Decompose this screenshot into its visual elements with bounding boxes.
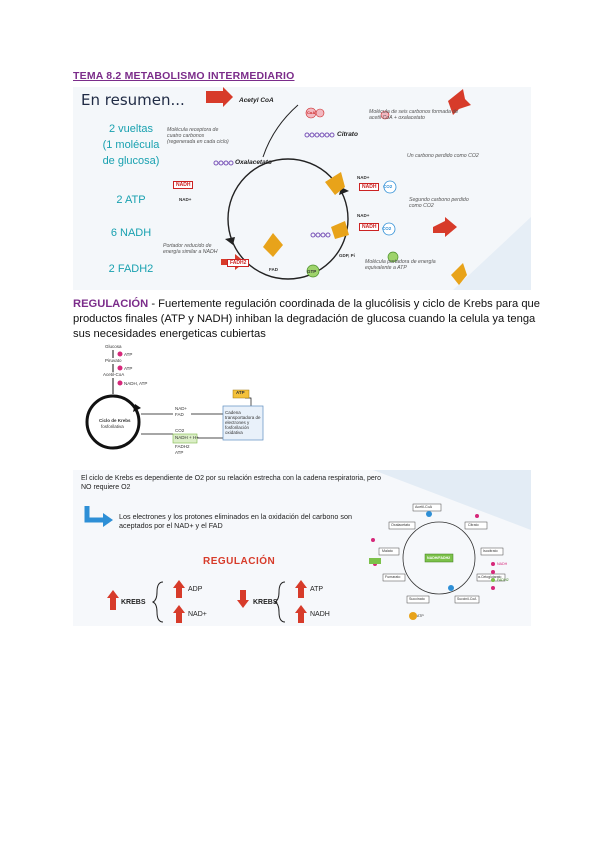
nadh-atp-inhibitor: NADH, ATP bbox=[124, 381, 148, 386]
regulation-paragraph: REGULACIÓN - Fuertemente regulación coor… bbox=[73, 297, 543, 342]
piruvato-label: Piruvato bbox=[105, 358, 122, 363]
dependence-text: El ciclo de Krebs es dependiente de O2 p… bbox=[81, 475, 382, 491]
atp-inhibitor-2: ATP bbox=[124, 366, 133, 371]
cycle-fumarato: Fumarato bbox=[385, 575, 401, 579]
regulation-scheme-diagram bbox=[85, 350, 264, 450]
electrons-text: Los electrones y los protones eliminados… bbox=[119, 512, 352, 530]
summary-atp: 2 ATP bbox=[116, 194, 146, 206]
nadplus-label: NAD+ bbox=[188, 611, 207, 618]
note-six-carbon: Molécula de seis carbonos formada de ace… bbox=[369, 109, 459, 121]
summary-line-3: de glucosa) bbox=[102, 155, 160, 167]
krebs-summary-diagram bbox=[206, 87, 531, 290]
cycle-atp: ATP bbox=[417, 614, 424, 618]
fad-label: FAD bbox=[269, 267, 278, 272]
gdp-label: GDP, Pi bbox=[339, 253, 355, 258]
cycle-sub-label: fosforilativa bbox=[101, 424, 124, 429]
regulation-title: REGULACIÓN bbox=[203, 556, 276, 567]
summary-line-2: (1 molécula bbox=[102, 139, 160, 151]
chain-label: Cadena transportadora de electrones y fo… bbox=[225, 410, 261, 435]
note-co2-second: Segundo carbono perdido como CO2 bbox=[409, 197, 469, 209]
co2-label-1: CO2 bbox=[383, 184, 393, 189]
summary-heading: En resumen... bbox=[81, 91, 185, 109]
krebs-down-label: KREBS bbox=[253, 599, 278, 606]
nad-label: NAD+ bbox=[175, 406, 188, 411]
krebs-regulation-image: El ciclo de Krebs es dependiente de O2 p… bbox=[73, 470, 531, 626]
regulation-heading: REGULACIÓN bbox=[73, 298, 149, 310]
fadh2-label: FADH2 bbox=[175, 444, 190, 449]
atp-output-label: ATP bbox=[175, 450, 184, 455]
gtp-label: GTP bbox=[307, 269, 317, 274]
nadh-label: NADH + H+ bbox=[175, 435, 199, 440]
acetyl-coa-label: Acetyl CoA bbox=[239, 97, 274, 104]
page-title: TEMA 8.2 METABOLISMO INTERMEDIARIO bbox=[73, 70, 295, 82]
adp-label: ADP bbox=[188, 586, 203, 593]
cycle-succinato: Succinato bbox=[409, 597, 425, 601]
regulation-scheme-image: Glucosa Piruvato Acetil-CoA ATP ATP NADH… bbox=[73, 342, 279, 456]
cycle-succinil: Succinil-CoA bbox=[457, 597, 477, 601]
note-four-carbon: Molécula receptora de cuatro carbonos (r… bbox=[167, 127, 229, 145]
summary-line-1: 2 vueltas bbox=[108, 123, 154, 135]
cycle-oxalacetato: Oxalacetato bbox=[391, 523, 411, 527]
note-gtp: Molécula portadora de energía equivalent… bbox=[365, 259, 436, 271]
note-fadh2: Portador reducido de energía similar a N… bbox=[163, 243, 218, 255]
glucosa-label: Glucosa bbox=[105, 344, 122, 349]
nadplus-label-1: NAD+ bbox=[179, 197, 192, 202]
atp-inhibitor-1: ATP bbox=[124, 352, 133, 357]
cycle-citrato: Citrato bbox=[468, 523, 479, 527]
cycle-isocitrato: Isocitrato bbox=[483, 549, 498, 553]
cycle-fadh2: FADH2 bbox=[497, 578, 509, 582]
nadh-box-3: NADH bbox=[359, 223, 380, 231]
atp-label: ATP bbox=[310, 586, 324, 593]
citrato-label: Citrato bbox=[337, 131, 358, 138]
summary-nadh: 6 NADH bbox=[110, 227, 152, 239]
fadh2-box: FADH2 bbox=[227, 259, 250, 267]
fad-label: FAD bbox=[175, 412, 184, 417]
cycle-malato: Malato bbox=[382, 549, 393, 553]
cycle-nadh: NADH bbox=[497, 562, 508, 566]
co2-label-2: CO2 bbox=[382, 226, 392, 231]
co2-label: CO2 bbox=[175, 428, 185, 433]
krebs-regulation-diagram bbox=[84, 470, 531, 623]
krebs-summary-image: En resumen... 2 vueltas (1 molécula de g… bbox=[73, 87, 531, 290]
cycle-acetil: Acetil-CoA bbox=[415, 505, 432, 509]
nadh-label: NADH bbox=[310, 611, 330, 618]
cycle-akg: α-Cetoglutarato bbox=[478, 575, 502, 579]
regulation-text: - Fuertemente regulación coordinada de l… bbox=[73, 298, 540, 340]
acetil-label: Acetil-CoA bbox=[103, 372, 125, 377]
nadh-box-2: NADH bbox=[359, 183, 380, 191]
note-co2-first: Un carbono perdido como CO2 bbox=[407, 153, 479, 159]
atp-box-label: ATP bbox=[236, 390, 245, 395]
coa-label: CoA bbox=[307, 110, 316, 115]
cycle-label: Ciclo de Krebs bbox=[99, 418, 131, 423]
nadh-box-1: NADH bbox=[173, 181, 194, 189]
nadplus-label-2: NAD+ bbox=[357, 175, 370, 180]
nadplus-label-3: NAD+ bbox=[357, 213, 370, 218]
summary-fadh2: 2 FADH2 bbox=[108, 263, 154, 275]
oxalacetato-label: Oxalacetato bbox=[235, 159, 272, 166]
cycle-chain-box: NADH/FADH2 bbox=[427, 556, 451, 560]
krebs-up-label: KREBS bbox=[121, 599, 146, 606]
